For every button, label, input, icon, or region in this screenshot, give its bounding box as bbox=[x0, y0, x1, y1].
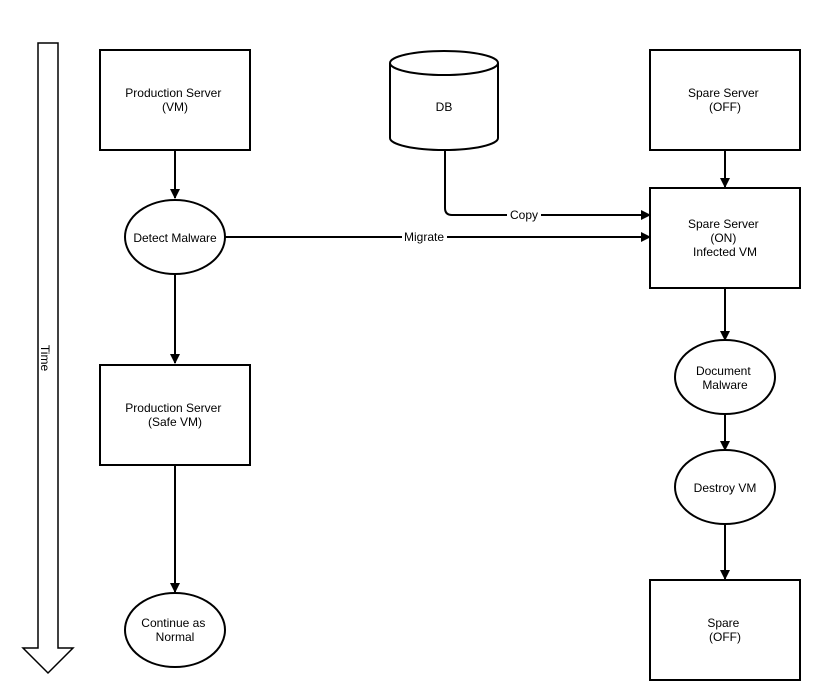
node-spare-server-off-line-1: Spare Server bbox=[688, 86, 759, 100]
node-destroy-vm: Destroy VM bbox=[674, 449, 776, 525]
time-axis: Time bbox=[21, 42, 75, 675]
edge-label-copy: Copy bbox=[507, 208, 541, 222]
node-production-server-line-2: (VM) bbox=[162, 100, 188, 114]
svg-text:Destroy VM: Destroy VM bbox=[694, 481, 757, 495]
svg-text:Detect Malware: Detect Malware bbox=[133, 231, 217, 245]
database-icon bbox=[389, 63, 499, 151]
node-spare-final-line-2: (OFF) bbox=[709, 630, 741, 644]
node-spare-server-off-line-2: (OFF) bbox=[709, 100, 741, 114]
copy-label: Copy bbox=[510, 208, 538, 222]
node-document-malware-line-2: Malware bbox=[702, 378, 748, 392]
svg-text:Document Malware: Document Malware bbox=[696, 364, 754, 392]
node-document-malware-line-1: Document bbox=[696, 364, 751, 378]
node-spare-final-line-1: Spare bbox=[707, 616, 739, 630]
svg-text:Spare Server (ON): Spare Server (ON) Infected VM bbox=[688, 217, 762, 259]
svg-text:DB: DB bbox=[436, 100, 453, 114]
node-production-server-safe-line-1: Production Server bbox=[125, 401, 221, 415]
node-spare-server-on: Spare Server (ON) Infected VM bbox=[649, 187, 801, 289]
node-continue-normal-line-2: Normal bbox=[156, 630, 195, 644]
node-spare-server-on-line-2: (ON) bbox=[710, 231, 736, 245]
node-continue-normal-line-1: Continue as bbox=[141, 616, 205, 630]
svg-text:Spare (OFF): Spare (OFF) bbox=[707, 616, 742, 644]
time-label: Time bbox=[38, 345, 52, 372]
svg-text:Production Server (Safe: Production Server (Safe VM) bbox=[125, 401, 224, 429]
edge-copy bbox=[444, 149, 651, 220]
node-spare-server-off: Spare Server (OFF) bbox=[649, 49, 801, 151]
node-detect-malware: Detect Malware bbox=[124, 199, 226, 275]
node-production-server-safe: Production Server (Safe VM) bbox=[99, 364, 251, 466]
node-production-server-safe-line-2: (Safe VM) bbox=[148, 415, 202, 429]
svg-text:Continue as Normal: Continue as Normal bbox=[141, 616, 208, 644]
time-arrow-icon bbox=[21, 42, 75, 675]
node-destroy-vm-line-1: Destroy VM bbox=[694, 481, 757, 495]
node-spare-server-on-line-1: Spare Server bbox=[688, 217, 759, 231]
node-db-line-1: DB bbox=[436, 100, 453, 114]
edge-label-migrate: Migrate bbox=[402, 230, 447, 244]
node-db: DB bbox=[389, 50, 499, 151]
svg-text:Spare Server (OFF): Spare Server (OFF) bbox=[688, 86, 762, 114]
node-continue-normal: Continue as Normal bbox=[124, 592, 226, 668]
node-production-server: Production Server (VM) bbox=[99, 49, 251, 151]
node-production-server-line-1: Production Server bbox=[125, 86, 221, 100]
node-spare-final: Spare (OFF) bbox=[649, 579, 801, 681]
node-detect-malware-line-1: Detect Malware bbox=[133, 231, 217, 245]
svg-text:Production Server (VM): Production Server (VM) bbox=[125, 86, 224, 114]
edges bbox=[170, 149, 730, 593]
node-document-malware: Document Malware bbox=[674, 339, 776, 415]
node-spare-server-on-line-3: Infected VM bbox=[693, 245, 757, 259]
migrate-label: Migrate bbox=[404, 230, 444, 244]
